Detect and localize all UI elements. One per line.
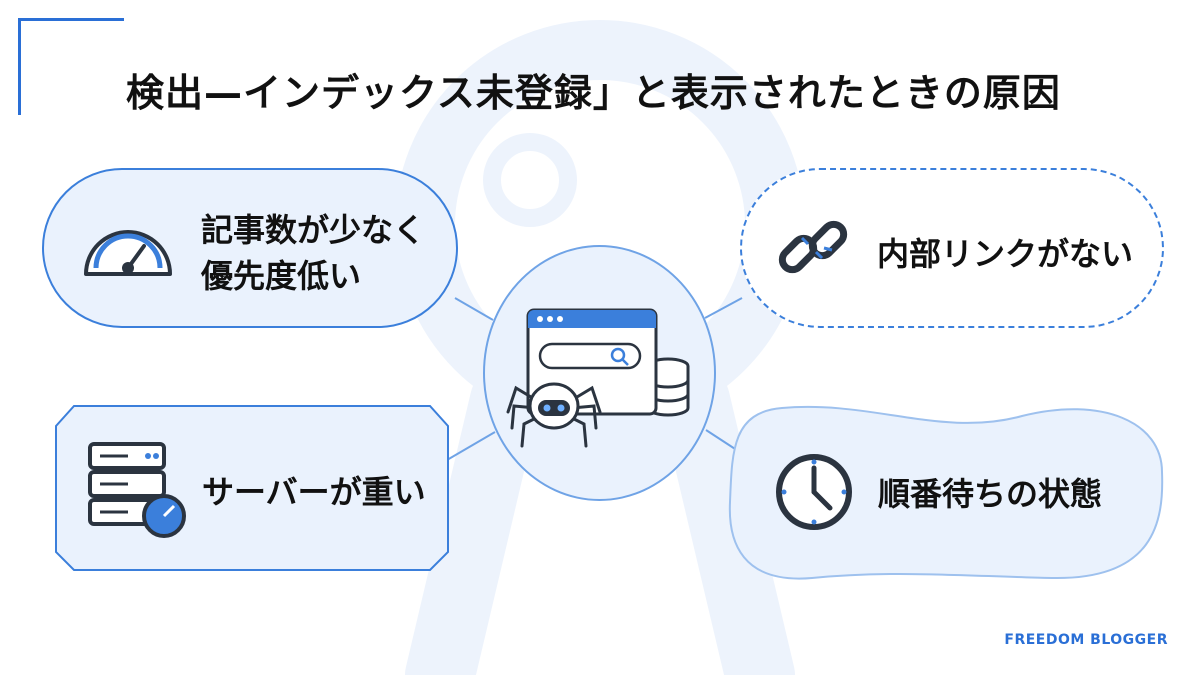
cause-low-priority-line2: 優先度低い xyxy=(201,257,362,295)
cause-node-waiting-queue xyxy=(728,405,1164,580)
page-title: 検出—インデックス未登録」と表示されたときの原因 xyxy=(126,71,1061,115)
frame-corner xyxy=(18,18,124,115)
cause-low-priority-line1: 記事数が少なく xyxy=(201,211,426,249)
brand-logo: FREEDOM BLOGGER xyxy=(1004,632,1168,648)
cause-slow-server-label: サーバーが重い xyxy=(202,473,426,511)
broken-link-icon xyxy=(778,220,848,274)
speedometer-icon xyxy=(84,230,172,276)
clock-icon xyxy=(776,454,852,530)
crawler-spider-browser-icon xyxy=(506,308,690,448)
cause-waiting-queue-label: 順番待ちの状態 xyxy=(878,475,1103,513)
cause-no-internal-links-label: 内部リンクがない xyxy=(877,235,1134,273)
server-speed-icon xyxy=(88,442,186,538)
